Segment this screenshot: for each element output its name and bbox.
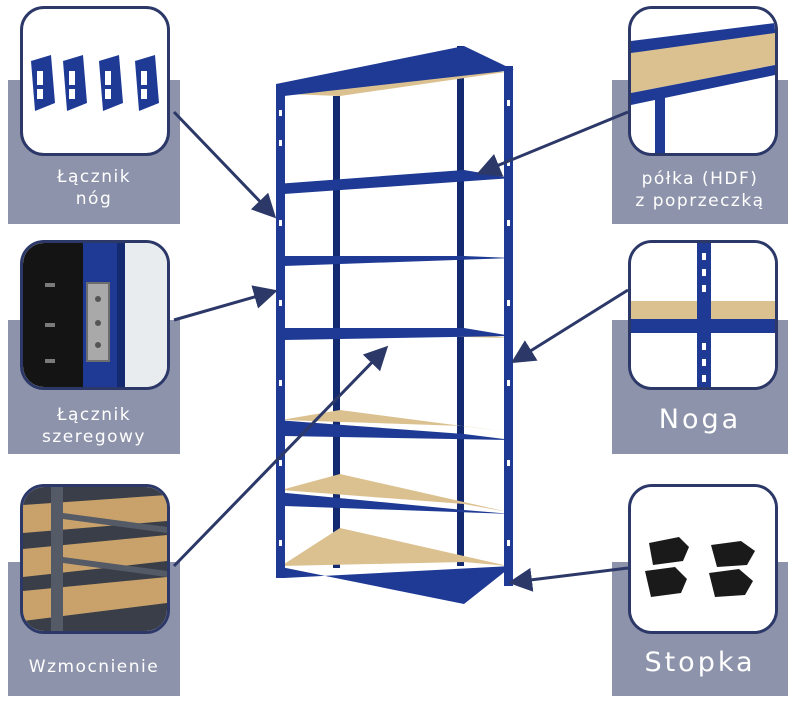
plastic-feet-icon <box>631 487 775 631</box>
thumb-serial-connector <box>20 240 170 390</box>
thumb-foot <box>628 484 778 634</box>
label-foot: Stopka <box>644 647 756 678</box>
label-leg-connector: Łącznik nóg <box>56 167 132 209</box>
label-reinforcement: Wzmocnienie <box>28 657 160 677</box>
thumb-shelf <box>628 6 778 156</box>
reinforcement-underside-icon <box>23 487 167 631</box>
label-leg: Noga <box>658 404 742 435</box>
thumb-leg-connector <box>20 6 170 156</box>
label-shelf: półka (HDF) z poprzeczką <box>635 169 765 211</box>
upright-leg-icon <box>631 243 775 387</box>
thumb-reinforcement <box>20 484 170 634</box>
serial-connector-bracket-icon <box>23 243 167 387</box>
thumb-leg <box>628 240 778 390</box>
shelf-board-icon <box>631 9 775 153</box>
leg-connector-brackets-icon <box>31 55 159 111</box>
label-serial-connector: Łącznik szeregowy <box>42 405 146 447</box>
